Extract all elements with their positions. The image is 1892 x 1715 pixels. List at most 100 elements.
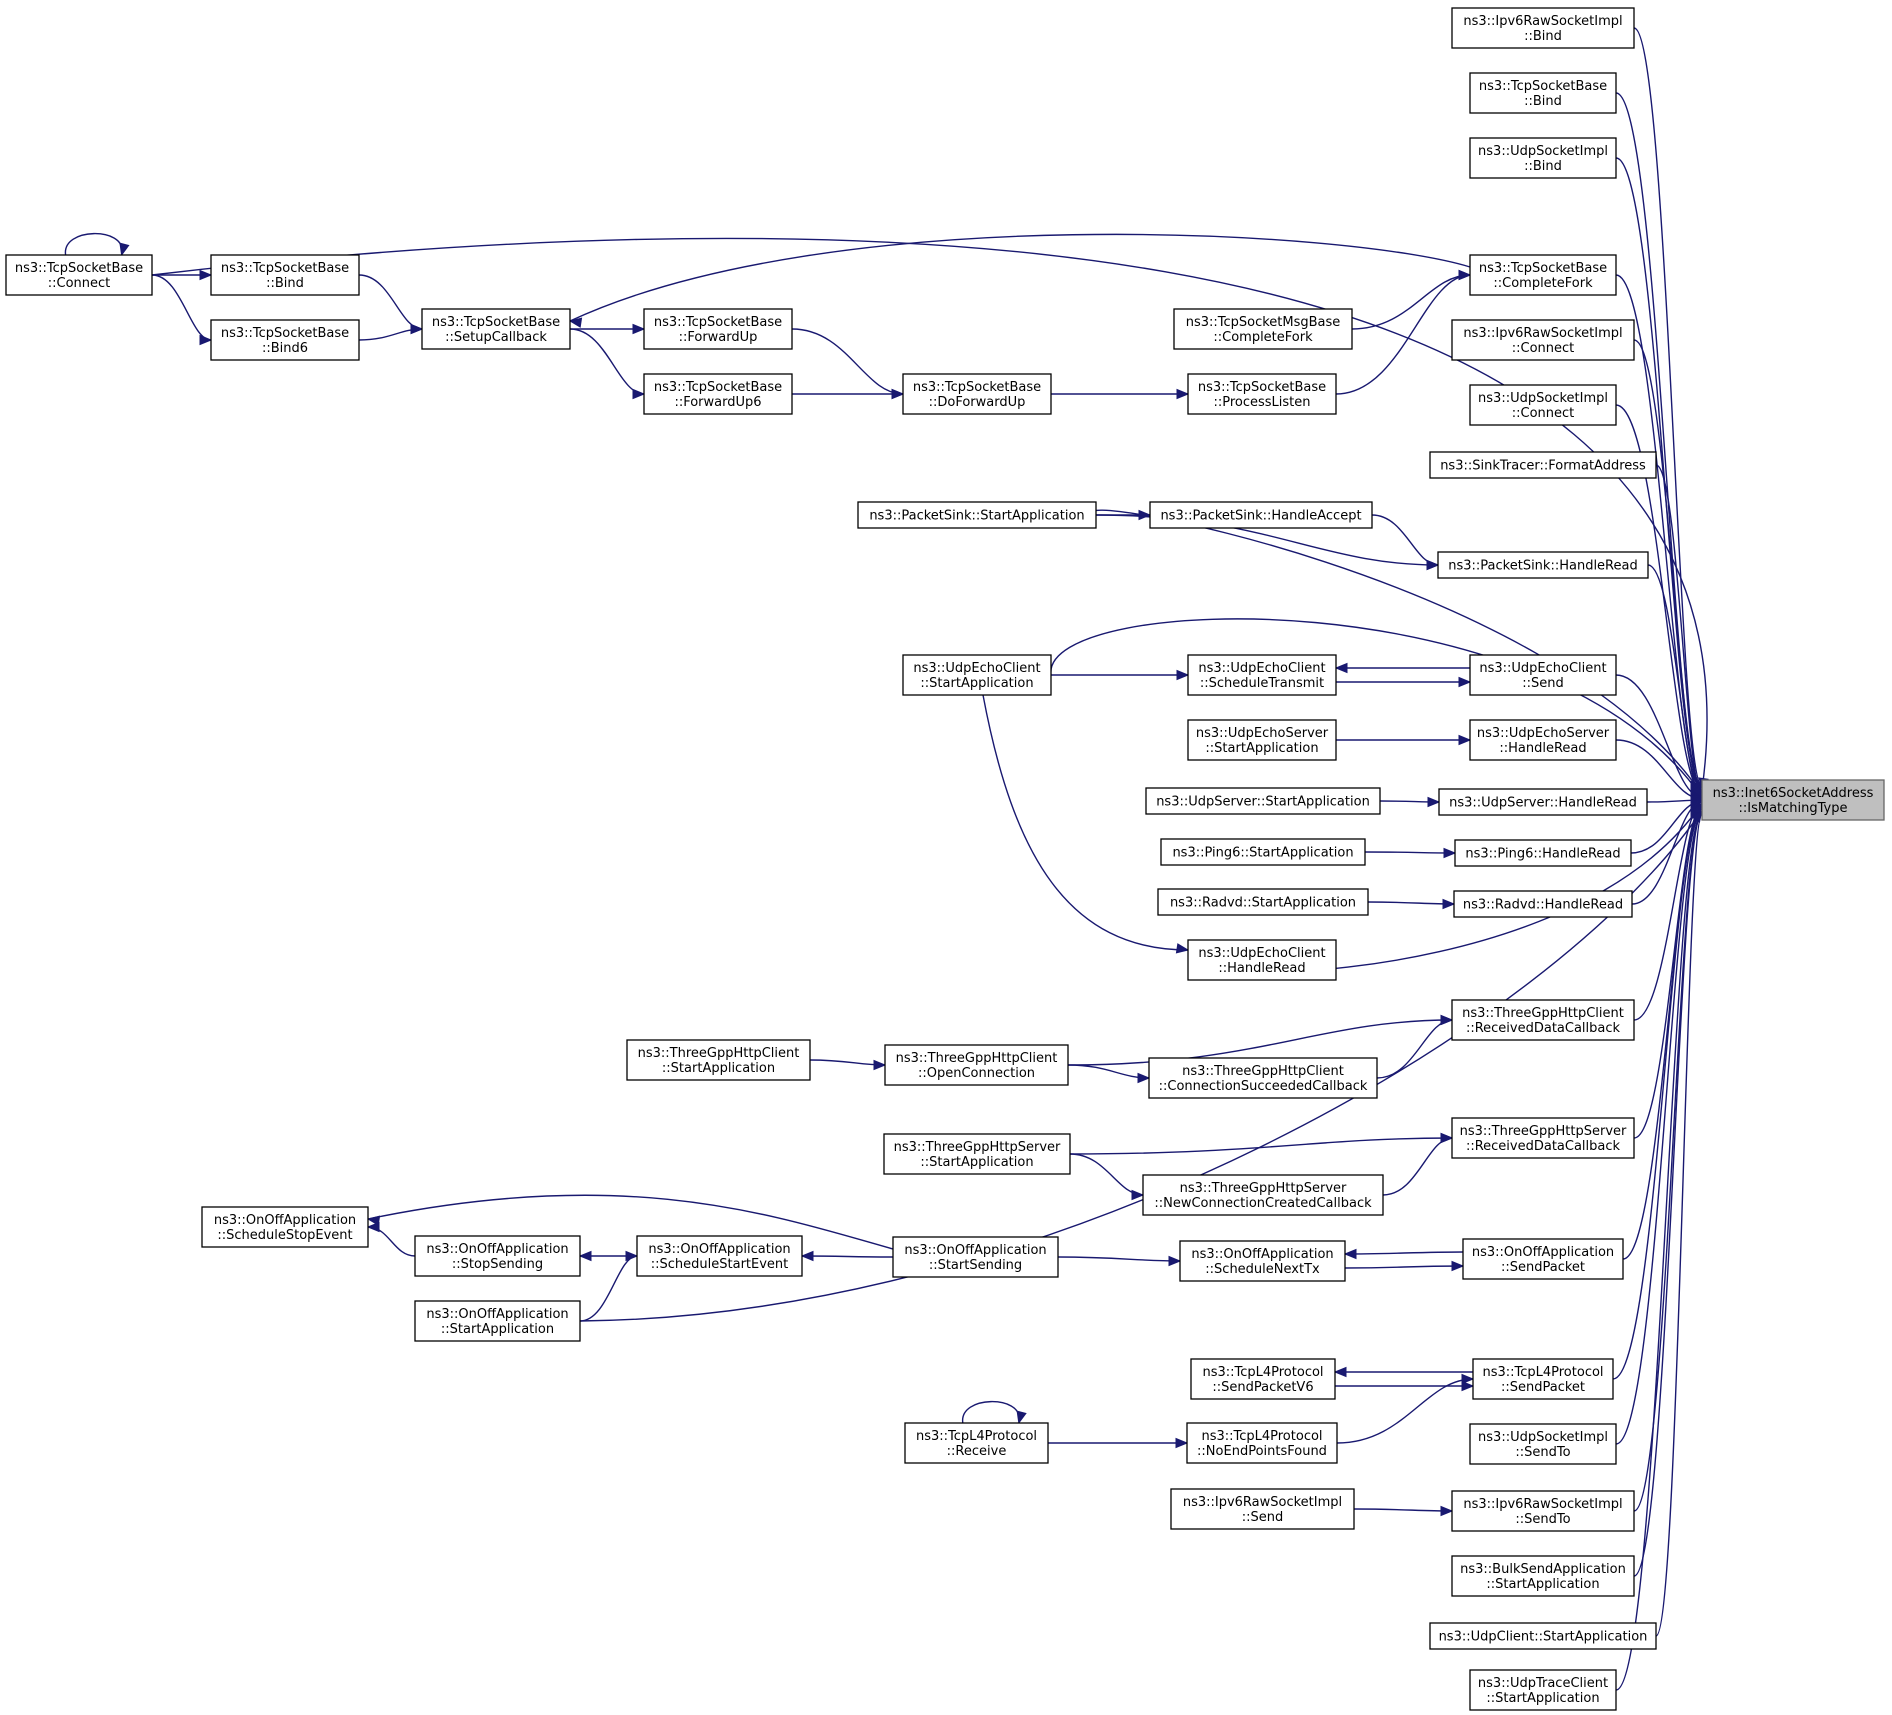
graph-node[interactable]: ns3::OnOffApplication::ScheduleStopEvent [201, 1206, 369, 1248]
graph-node[interactable]: ns3::Ping6::HandleRead [1454, 839, 1632, 867]
graph-node[interactable]: ns3::SinkTracer::FormatAddress [1429, 451, 1657, 479]
node-label: ::SendTo [1515, 1445, 1570, 1460]
graph-node[interactable]: ns3::TcpSocketMsgBase::CompleteFork [1173, 308, 1353, 350]
node-label: ns3::UdpTraceClient [1478, 1676, 1608, 1691]
graph-node[interactable]: ns3::UdpEchoClient::HandleRead [1187, 939, 1337, 981]
graph-node[interactable]: ns3::OnOffApplication::StartSending [892, 1236, 1059, 1278]
graph-node[interactable]: ns3::ThreeGppHttpServer::StartApplicatio… [883, 1133, 1071, 1175]
graph-node[interactable]: ns3::TcpL4Protocol::NoEndPointsFound [1186, 1422, 1338, 1464]
edge-ooNextTx-to-r16 [1344, 1265, 1464, 1269]
edge-ooNextTx-to-r16-arrowhead [1451, 1260, 1465, 1272]
graph-node[interactable]: ns3::OnOffApplication::StartApplication [414, 1300, 581, 1342]
node-label: ns3::ThreeGppHttpClient [896, 1051, 1058, 1066]
graph-node[interactable]: ns3::UdpEchoClient::StartApplication [902, 654, 1052, 696]
graph-node[interactable]: ns3::ThreeGppHttpClient::ReceivedDataCal… [1451, 999, 1635, 1041]
graph-node[interactable]: ns3::TcpSocketBase::Bind6 [210, 319, 360, 361]
node-box [414, 1300, 581, 1342]
graph-node[interactable]: ns3::ThreeGppHttpServer::NewConnectionCr… [1142, 1174, 1384, 1216]
node-label: ns3::OnOffApplication [214, 1213, 356, 1228]
node-box [643, 373, 793, 415]
graph-node[interactable]: ns3::ThreeGppHttpClient::StartApplicatio… [626, 1039, 811, 1081]
node-box [1160, 838, 1366, 866]
node-label: ::ScheduleStartEvent [651, 1257, 789, 1272]
graph-node[interactable]: ns3::OnOffApplication::ScheduleNextTx [1179, 1240, 1346, 1282]
edge-hcOpen-to-r14 [1067, 1019, 1453, 1066]
graph-node[interactable]: ns3::BulkSendApplication::StartApplicati… [1451, 1555, 1635, 1597]
graph-node[interactable]: ns3::TcpSocketBase::Bind [210, 254, 360, 296]
node-label: ns3::TcpSocketBase [15, 261, 143, 276]
node-label: ::Connect [1512, 406, 1575, 421]
edge-uecStart-to-uecRead-arrowhead [1175, 943, 1190, 954]
edge-procListen-to-r4 [1335, 274, 1471, 395]
graph-node[interactable]: ns3::TcpSocketBase::Connect [5, 254, 153, 296]
edge-hsStart-to-r15 [1069, 1137, 1453, 1155]
graph-node[interactable]: ns3::OnOffApplication::StopSending [414, 1235, 581, 1277]
graph-node[interactable]: ns3::UdpServer::HandleRead [1438, 788, 1648, 816]
node-label: ns3::OnOffApplication [426, 1242, 568, 1257]
node-label: ns3::OnOffApplication [1472, 1245, 1614, 1260]
graph-node[interactable]: ns3::TcpSocketBase::ForwardUp6 [643, 373, 793, 415]
edge-layer [64, 27, 1709, 1691]
graph-node[interactable]: ns3::UdpServer::StartApplication [1145, 787, 1381, 815]
graph-node[interactable]: ns3::ThreeGppHttpServer::ReceivedDataCal… [1451, 1117, 1635, 1159]
graph-node[interactable]: ns3::TcpL4Protocol::Receive [904, 1422, 1049, 1464]
graph-node[interactable]: ns3::UdpTraceClient::StartApplication [1469, 1669, 1617, 1711]
graph-node[interactable]: ns3::Ipv6RawSocketImpl::Send [1170, 1488, 1355, 1530]
node-box [1454, 839, 1632, 867]
node-label: ::Send [1522, 676, 1564, 691]
edge-psAccept-to-r8-arrowhead [1426, 559, 1440, 571]
graph-node[interactable]: ns3::UdpSocketImpl::Connect [1469, 384, 1617, 426]
node-box [1453, 890, 1633, 918]
graph-node[interactable]: ns3::TcpSocketBase::ProcessListen [1187, 373, 1337, 415]
graph-node[interactable]: ns3::TcpSocketBase::Bind [1469, 72, 1617, 114]
edge-ooStopSend-to-ooStop [367, 1226, 416, 1257]
edge-r16-to-ooNextTx-arrowhead [1343, 1248, 1357, 1260]
graph-node[interactable]: ns3::ThreeGppHttpClient::OpenConnection [884, 1044, 1069, 1086]
graph-node[interactable]: ns3::TcpL4Protocol::SendPacket [1472, 1358, 1614, 1400]
edge-tl4NoEnd-to-r17 [1336, 1378, 1474, 1444]
edge-r5-to-t [1633, 339, 1703, 792]
edge-hcOpen-to-hcConn-arrowhead [1137, 1072, 1151, 1084]
focus-node[interactable]: ns3::Inet6SocketAddress::IsMatchingType [1701, 779, 1885, 821]
graph-node[interactable]: ns3::PacketSink::StartApplication [857, 501, 1097, 529]
graph-node[interactable]: ns3::Ipv6RawSocketImpl::SendTo [1451, 1490, 1635, 1532]
node-box [857, 501, 1097, 529]
node-box [626, 1039, 811, 1081]
graph-node[interactable]: ns3::UdpSocketImpl::SendTo [1469, 1423, 1617, 1465]
graph-node[interactable]: ns3::Ipv6RawSocketImpl::Connect [1451, 319, 1635, 361]
graph-node[interactable]: ns3::UdpEchoClient::Send [1469, 654, 1617, 696]
node-box [1429, 451, 1657, 479]
node-box [884, 1044, 1069, 1086]
graph-node[interactable]: ns3::TcpL4Protocol::SendPacketV6 [1190, 1358, 1336, 1400]
graph-node[interactable]: ns3::UdpSocketImpl::Bind [1469, 137, 1617, 179]
graph-node[interactable]: ns3::OnOffApplication::ScheduleStartEven… [636, 1235, 803, 1277]
graph-node[interactable]: ns3::TcpSocketBase::SetupCallback [421, 308, 571, 350]
graph-node[interactable]: ns3::UdpEchoClient::ScheduleTransmit [1187, 654, 1337, 696]
node-label: ns3::UdpEchoServer [1477, 726, 1610, 741]
node-box [1438, 788, 1648, 816]
graph-node[interactable]: ns3::TcpSocketBase::DoForwardUp [902, 373, 1052, 415]
graph-node[interactable]: ns3::TcpSocketBase::CompleteFork [1469, 254, 1617, 296]
graph-node[interactable]: ns3::OnOffApplication::SendPacket [1462, 1238, 1624, 1280]
edge-psStart-to-psAccept-arrowhead [1138, 509, 1152, 521]
graph-node[interactable]: ns3::UdpEchoServer::StartApplication [1187, 719, 1337, 761]
node-label: ns3::TcpL4Protocol [1482, 1365, 1603, 1380]
graph-node[interactable]: ns3::Radvd::StartApplication [1157, 888, 1369, 916]
graph-node[interactable]: ns3::UdpEchoServer::HandleRead [1469, 719, 1617, 761]
graph-node[interactable]: ns3::Radvd::HandleRead [1453, 890, 1633, 918]
node-label: ns3::TcpL4Protocol [916, 1429, 1037, 1444]
graph-node[interactable]: ns3::TcpSocketBase::ForwardUp [643, 308, 793, 350]
node-label: ::StartApplication [441, 1322, 554, 1337]
node-label: ::StartApplication [920, 1155, 1033, 1170]
edge-tsbConnect-to-tsbBind1-arrowhead [199, 269, 213, 281]
node-label: ns3::OnOffApplication [904, 1243, 1046, 1258]
graph-node[interactable]: ns3::UdpClient::StartApplication [1429, 1622, 1657, 1650]
graph-node[interactable]: ns3::PacketSink::HandleAccept [1149, 501, 1373, 529]
node-label: ::HandleRead [1499, 741, 1586, 756]
node-box [1173, 308, 1353, 350]
graph-node[interactable]: ns3::ThreeGppHttpClient::ConnectionSucce… [1148, 1057, 1378, 1099]
graph-node[interactable]: ns3::Ping6::StartApplication [1160, 838, 1366, 866]
graph-node[interactable]: ns3::PacketSink::HandleRead [1437, 551, 1649, 579]
node-box [1469, 254, 1617, 296]
graph-node[interactable]: ns3::Ipv6RawSocketImpl::Bind [1451, 7, 1635, 49]
